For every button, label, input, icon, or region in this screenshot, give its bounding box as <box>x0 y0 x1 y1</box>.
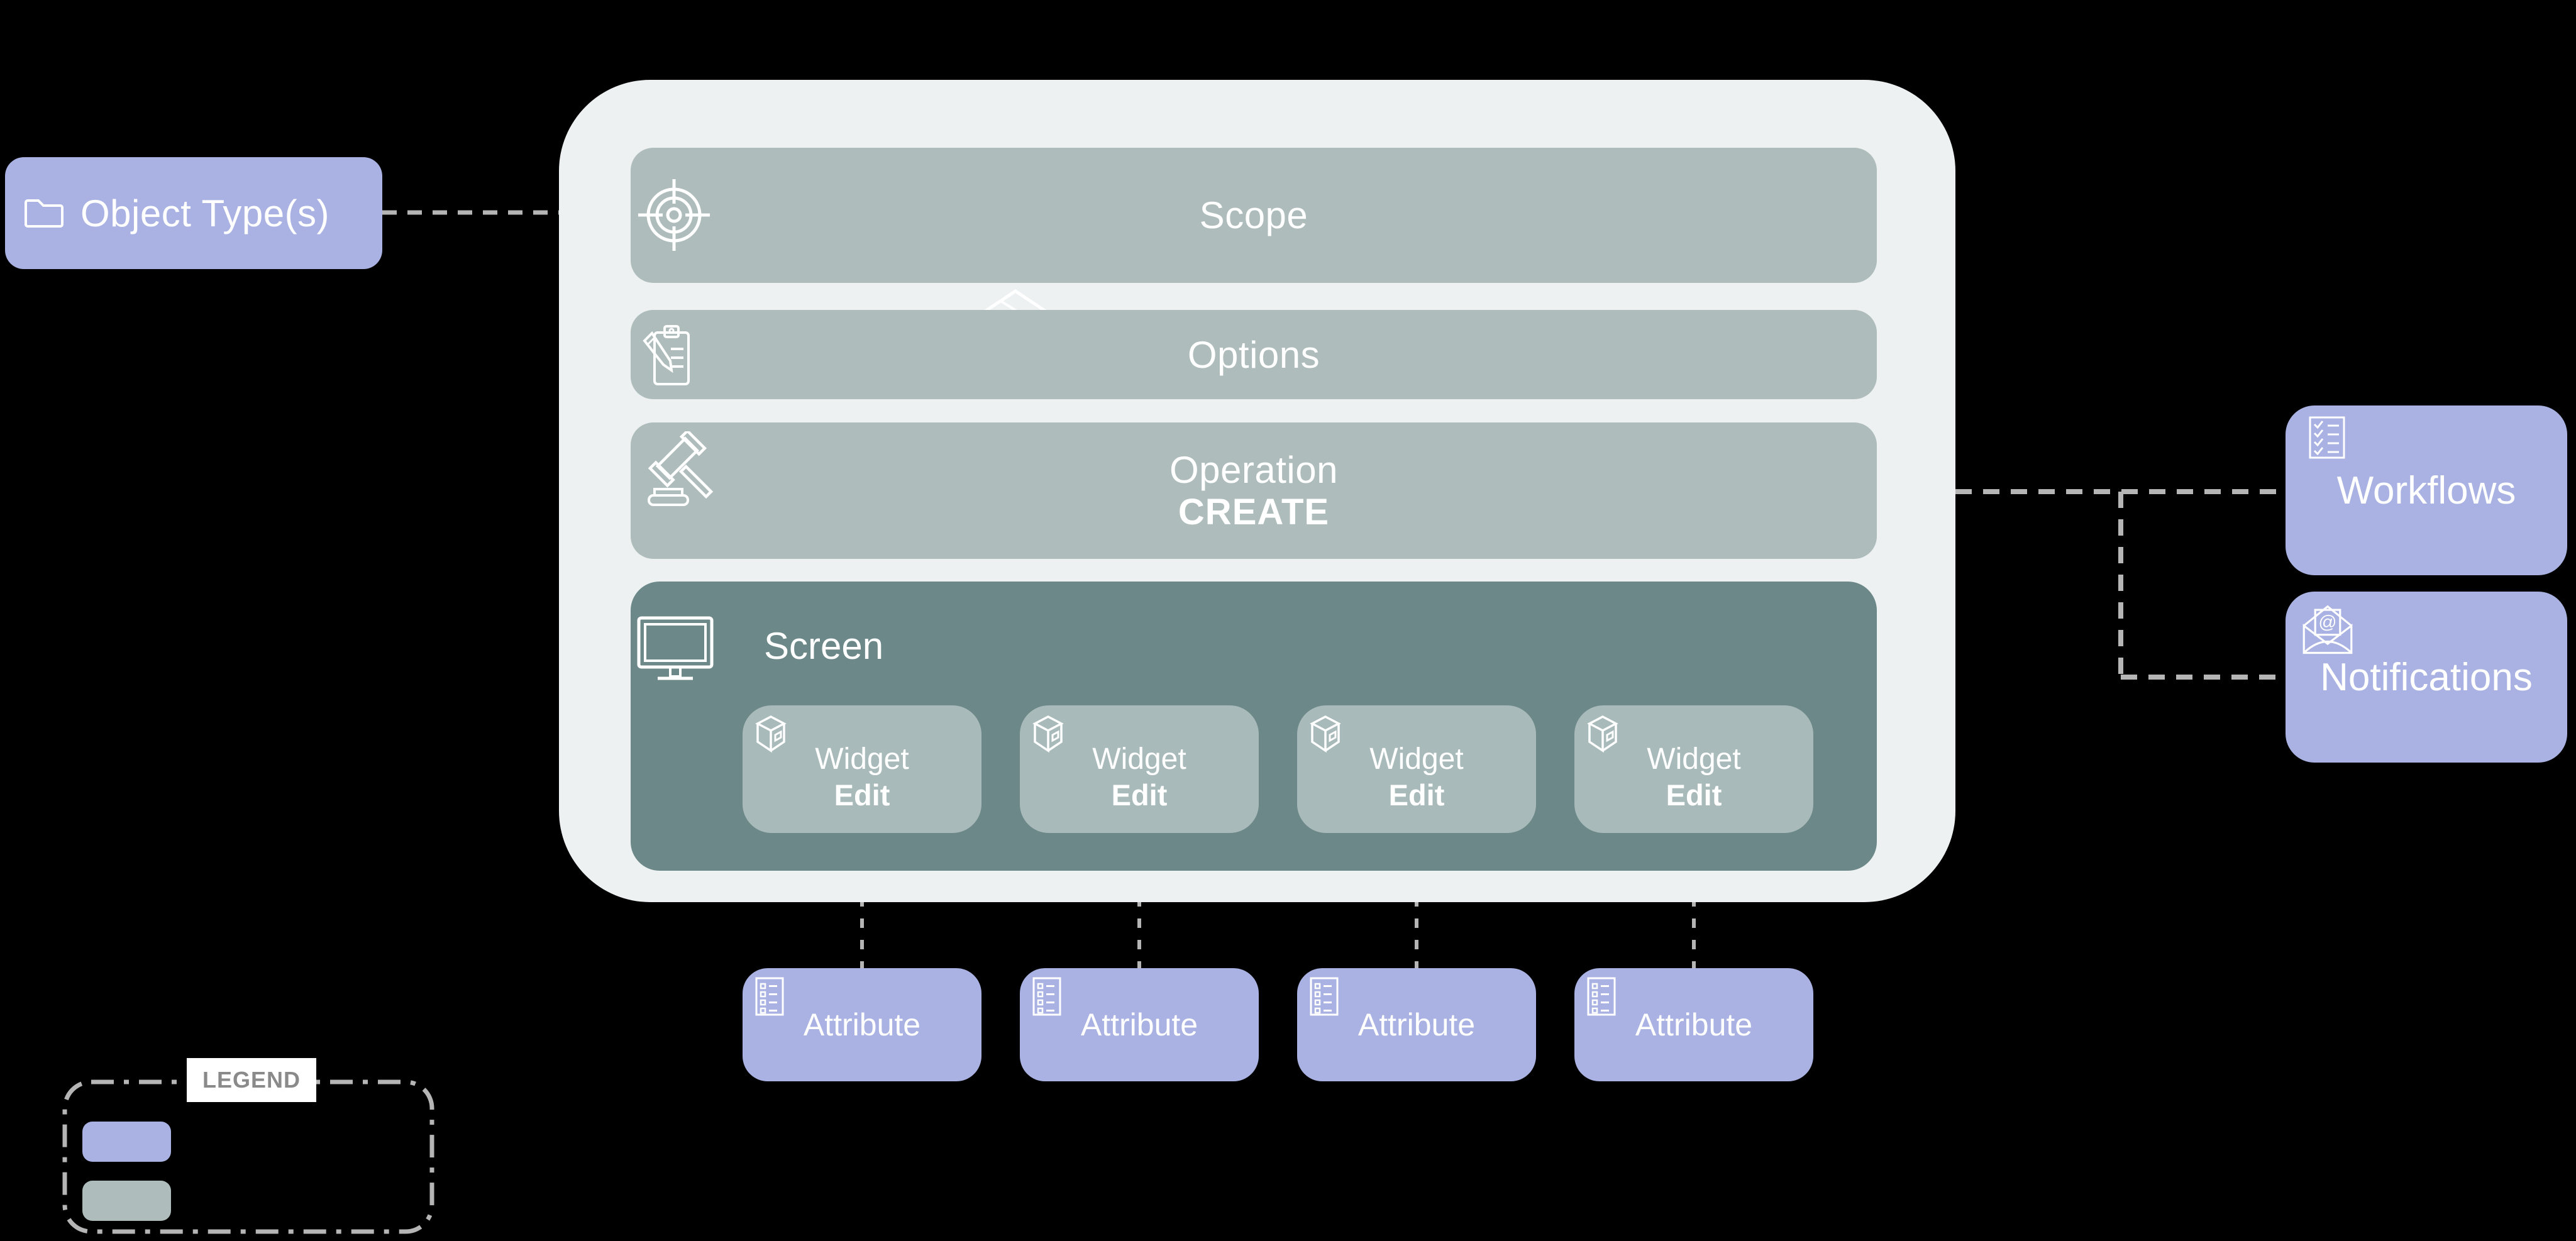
attribute-label: Attribute <box>1357 1007 1476 1042</box>
widget-label: Widget <box>815 742 909 776</box>
legend-title: LEGEND <box>187 1058 316 1102</box>
object-types-box: Object Type(s) <box>5 157 382 269</box>
operation-value: CREATE <box>1178 491 1330 532</box>
attribute-label: Attribute <box>1080 1007 1198 1042</box>
attribute-label: Attribute <box>1635 1007 1753 1042</box>
widget-card: Widget Edit <box>1574 705 1813 833</box>
scope-label: Scope <box>1199 194 1308 236</box>
notifications-box: @ Notifications <box>2286 592 2567 763</box>
workflows-label: Workflows <box>2336 468 2516 512</box>
svg-text:@: @ <box>2318 612 2336 632</box>
workflows-box: Workflows <box>2286 405 2567 575</box>
open-envelope-icon: @ <box>2302 605 2353 654</box>
screen-panel: Screen Widget Edit Widget Edit <box>631 582 1877 871</box>
operation-row: Operation CREATE <box>631 422 1877 559</box>
main-panel: Scope Options <box>559 80 1955 902</box>
folder-icon <box>25 199 64 228</box>
legend-swatch-purple <box>82 1122 171 1162</box>
attribute-box: Attribute <box>1297 968 1536 1081</box>
package-icon <box>1032 715 1064 753</box>
widget-mode-label: Edit <box>1666 778 1722 812</box>
scope-row: Scope <box>631 148 1877 283</box>
clipboard-pencil-icon <box>643 325 690 385</box>
widget-label: Widget <box>1647 742 1741 776</box>
options-row: Options <box>631 310 1877 399</box>
screen-label: Screen <box>764 625 884 667</box>
legend-swatch-sage <box>82 1181 171 1221</box>
widget-mode-label: Edit <box>1388 778 1445 812</box>
list-icon <box>1310 977 1339 1016</box>
operation-label: Operation <box>1169 448 1338 491</box>
attribute-box: Attribute <box>1020 968 1259 1081</box>
widget-mode-label: Edit <box>1111 778 1168 812</box>
box-peek-icon <box>980 286 1051 310</box>
widget-card: Widget Edit <box>1297 705 1536 833</box>
package-icon <box>1310 715 1341 753</box>
target-icon <box>638 179 710 251</box>
notifications-label: Notifications <box>2320 655 2533 699</box>
list-icon <box>1587 977 1616 1016</box>
widget-card: Widget Edit <box>1020 705 1259 833</box>
package-icon <box>1587 715 1618 753</box>
gavel-icon <box>648 431 714 506</box>
list-icon <box>1032 977 1061 1016</box>
widget-mode-label: Edit <box>834 778 890 812</box>
checklist-icon <box>2309 416 2345 459</box>
widget-card: Widget Edit <box>743 705 981 833</box>
package-icon <box>755 715 787 753</box>
monitor-icon <box>637 616 714 680</box>
attribute-label: Attribute <box>803 1007 921 1042</box>
attribute-box: Attribute <box>743 968 981 1081</box>
widget-label: Widget <box>1092 742 1186 776</box>
object-types-label: Object Type(s) <box>80 192 330 234</box>
attribute-box: Attribute <box>1574 968 1813 1081</box>
widget-label: Widget <box>1369 742 1464 776</box>
list-icon <box>755 977 784 1016</box>
options-label: Options <box>1187 333 1320 376</box>
